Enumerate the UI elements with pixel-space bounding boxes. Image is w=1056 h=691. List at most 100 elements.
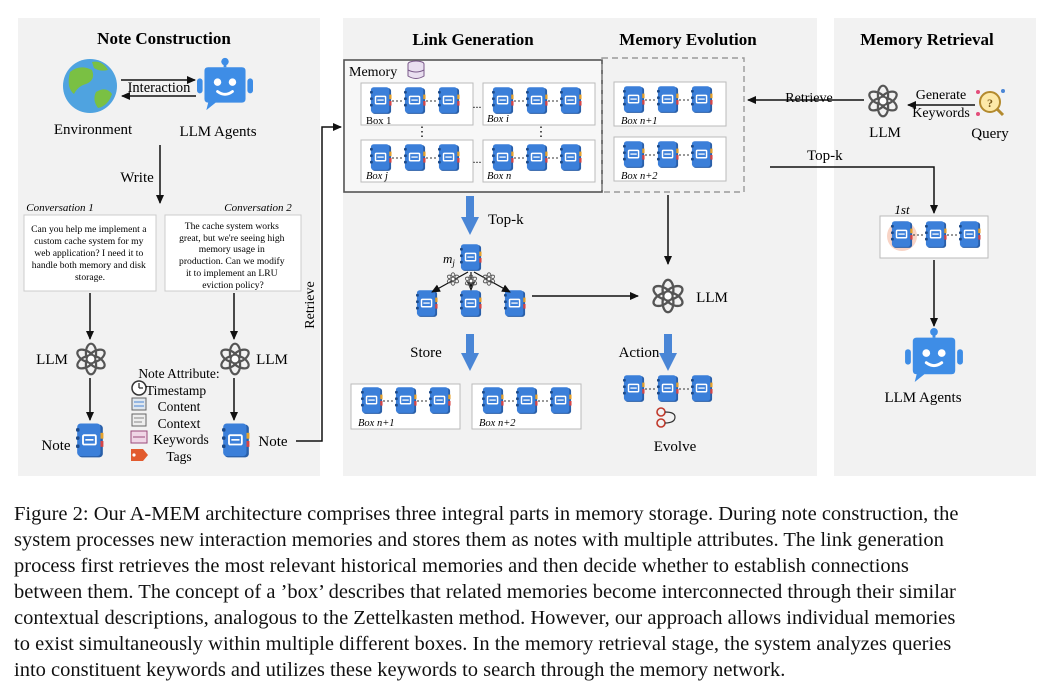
box-i-label: Box i — [487, 114, 509, 125]
caption-line: system processes new interaction memorie… — [14, 529, 944, 551]
note-icon — [404, 144, 426, 172]
note-icon — [623, 375, 645, 403]
figure-caption: Figure 2: Our A-MEM architecture compris… — [14, 501, 1042, 683]
mj-label: mj — [443, 251, 455, 268]
box-n2-evo-label: Box n+2 — [621, 171, 658, 182]
generate-label: Generate — [916, 88, 967, 103]
topk-label-link: Top-k — [488, 212, 524, 228]
note-icon — [460, 290, 482, 318]
ellipsis-vertical: ⋮ — [535, 124, 548, 139]
topk-label-retrieval: Top-k — [807, 148, 843, 164]
query-label: Query — [971, 126, 1009, 142]
evolve-label: Evolve — [654, 439, 697, 455]
llm-agents-label: LLM Agents — [179, 124, 256, 140]
content-icon — [131, 397, 147, 411]
note-icon — [657, 141, 679, 169]
note-icon — [361, 387, 383, 415]
earth-icon — [63, 59, 117, 113]
note-icon — [691, 141, 713, 169]
note-icon — [657, 86, 679, 114]
ellipsis-vertical: ⋮ — [416, 124, 429, 139]
conversation1-title: Conversation 1 — [26, 202, 94, 214]
tags-icon — [131, 449, 148, 461]
caption-line: contextual descriptions, analogous to th… — [14, 607, 956, 629]
retrieve-vertical-label: Retrieve — [303, 281, 318, 328]
ellipsis-horizontal: ... — [473, 152, 482, 166]
note-icon — [623, 141, 645, 169]
context-icon — [131, 413, 147, 427]
note-icon — [691, 86, 713, 114]
keywords-label: Keywords — [912, 106, 970, 121]
note-icon — [222, 423, 250, 459]
timestamp-icon — [131, 380, 147, 396]
svg-text:?: ? — [987, 96, 993, 110]
caption-line: process first retrieves the most relevan… — [14, 555, 909, 577]
note-icon — [925, 221, 947, 249]
note-icon — [404, 87, 426, 115]
note-icon — [516, 387, 538, 415]
note-icon — [370, 144, 392, 172]
interaction-label: Interaction — [128, 80, 192, 96]
title-memory-evolution: Memory Evolution — [619, 30, 757, 49]
note-icon — [691, 375, 713, 403]
note-icon — [438, 144, 460, 172]
box-j-label: Box j — [366, 171, 388, 182]
note-icon — [560, 87, 582, 115]
new-boxes-container — [601, 57, 745, 193]
attribute-keywords: Keywords — [153, 432, 209, 447]
llm-label-retrieval: LLM — [869, 125, 901, 141]
caption-line: between them. The concept of a ’box’ des… — [14, 581, 956, 603]
action-label: Action — [619, 345, 660, 361]
note-icon — [657, 375, 679, 403]
note-icon — [623, 86, 645, 114]
conversation1-box — [23, 214, 157, 292]
keywords-icon — [130, 430, 148, 444]
caption-line: Figure 2: Our A-MEM architecture compris… — [14, 503, 959, 525]
environment-label: Environment — [54, 122, 133, 138]
box-n-label: Box n — [487, 171, 511, 182]
note-attribute-heading: Note Attribute: — [138, 366, 219, 381]
note-icon — [550, 387, 572, 415]
attribute-context: Context — [158, 416, 201, 431]
box-n2-label: Box n+2 — [479, 418, 516, 429]
note-icon — [492, 144, 514, 172]
title-link-generation: Link Generation — [412, 30, 534, 49]
llm-label-left: LLM — [36, 352, 68, 368]
attribute-timestamp: Timestamp — [146, 383, 207, 398]
box-1-label: Box 1 — [366, 116, 391, 127]
first-label: 1st — [894, 202, 910, 217]
title-memory-retrieval: Memory Retrieval — [860, 30, 994, 49]
note-label-left: Note — [41, 438, 71, 454]
note-icon — [526, 144, 548, 172]
caption-line: into constituent keywords and utilizes t… — [14, 659, 786, 681]
note-icon — [395, 387, 417, 415]
attribute-tags: Tags — [166, 449, 191, 464]
box-n1-evo-label: Box n+1 — [621, 116, 658, 127]
conversation2-box — [164, 214, 302, 292]
llm-label-right: LLM — [256, 352, 288, 368]
note-icon — [504, 290, 526, 318]
box-n1-label: Box n+1 — [358, 418, 395, 429]
note-icon — [438, 87, 460, 115]
note-icon — [429, 387, 451, 415]
note-icon — [526, 87, 548, 115]
note-icon — [76, 423, 104, 459]
memory-label: Memory — [349, 65, 397, 80]
note-icon — [492, 87, 514, 115]
conversation2-text: The cache system works great, but we're … — [179, 221, 287, 291]
caption-line: to exist simultaneously within multiple … — [14, 633, 952, 655]
ellipsis-horizontal: ... — [473, 97, 482, 111]
conversation1-text: Can you help me implement a custom cache… — [31, 224, 149, 283]
attribute-content: Content — [158, 399, 201, 414]
note-icon — [370, 87, 392, 115]
store-label: Store — [410, 345, 442, 361]
note-icon — [959, 221, 981, 249]
llm-agents-retrieval-label: LLM Agents — [884, 390, 961, 406]
note-icon — [482, 387, 504, 415]
note-icon — [891, 221, 913, 249]
note-icon — [460, 244, 482, 272]
retrieve-label: Retrieve — [785, 91, 832, 106]
llm-label-evolution: LLM — [696, 290, 728, 306]
note-icon — [416, 290, 438, 318]
architecture-diagram: Note Construction Link Generation Memory… — [18, 18, 1036, 476]
